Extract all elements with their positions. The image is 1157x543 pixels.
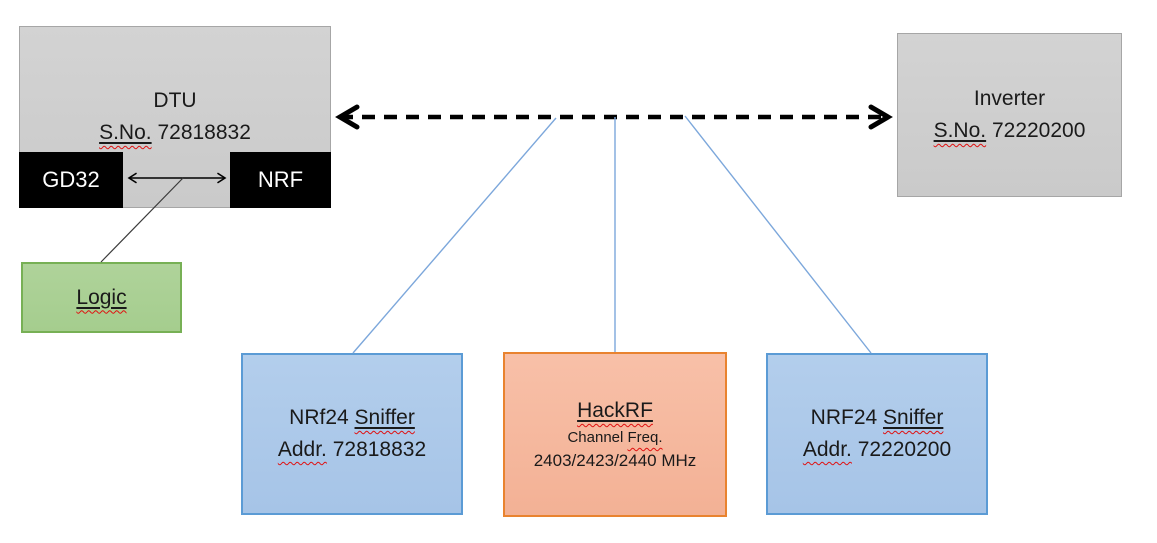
sniffer-right-addr-label: Addr. bbox=[802, 438, 852, 461]
gd32-chip-label: GD32 bbox=[42, 167, 100, 192]
hackrf-title: HackRF bbox=[577, 399, 653, 422]
sniffer-left-address: Addr. 72818832 bbox=[243, 434, 461, 466]
sniffer-left-word: Sniffer bbox=[354, 406, 415, 429]
inverter-serial-label: S.No. bbox=[933, 119, 987, 142]
logic-label: Logic bbox=[76, 285, 127, 309]
nrf-chip: NRF bbox=[230, 152, 331, 208]
sniffer-left-addr-value: 72818832 bbox=[326, 438, 427, 461]
hackrf-channel-line: Channel Freq. bbox=[505, 426, 725, 449]
hackrf-frequencies: 2403/2423/2440 MHz bbox=[533, 451, 697, 470]
hackrf-box: HackRF Channel Freq. 2403/2423/2440 MHz bbox=[503, 352, 727, 517]
tap-line-sniffer-right bbox=[684, 115, 872, 354]
logic-box: Logic bbox=[21, 262, 182, 333]
hackrf-channel-word: Freq. bbox=[627, 429, 663, 446]
sniffer-right-box: NRF24 Sniffer Addr. 72220200 bbox=[766, 353, 988, 515]
dtu-title: DTU bbox=[153, 89, 197, 112]
dtu-serial: S.No. 72818832 bbox=[20, 117, 330, 149]
sniffer-right-word: Sniffer bbox=[883, 406, 944, 429]
sniffer-left-addr-label: Addr. bbox=[277, 438, 327, 461]
sniffer-right-address: Addr. 72220200 bbox=[768, 434, 986, 466]
hackrf-channel-prefix: Channel bbox=[567, 429, 628, 446]
inverter-serial-value: 72220200 bbox=[986, 119, 1086, 142]
sniffer-left-prefix: NRf24 bbox=[289, 406, 355, 429]
tap-line-sniffer-left bbox=[352, 117, 557, 354]
sniffer-right-title: NRF24 Sniffer bbox=[768, 402, 986, 434]
inverter-box: Inverter S.No. 72220200 bbox=[897, 33, 1122, 197]
inverter-serial: S.No. 72220200 bbox=[898, 115, 1121, 147]
sniffer-left-title: NRf24 Sniffer bbox=[243, 402, 461, 434]
nrf-chip-label: NRF bbox=[257, 167, 304, 192]
gd32-chip: GD32 bbox=[19, 152, 123, 208]
dtu-serial-value: 72818832 bbox=[151, 121, 251, 144]
dtu-serial-label: S.No. bbox=[99, 121, 152, 144]
sniffer-left-box: NRf24 Sniffer Addr. 72818832 bbox=[241, 353, 463, 515]
sniffer-right-prefix: NRF24 bbox=[810, 406, 884, 429]
sniffer-right-addr-value: 72220200 bbox=[851, 438, 952, 461]
inverter-title: Inverter bbox=[973, 87, 1046, 110]
